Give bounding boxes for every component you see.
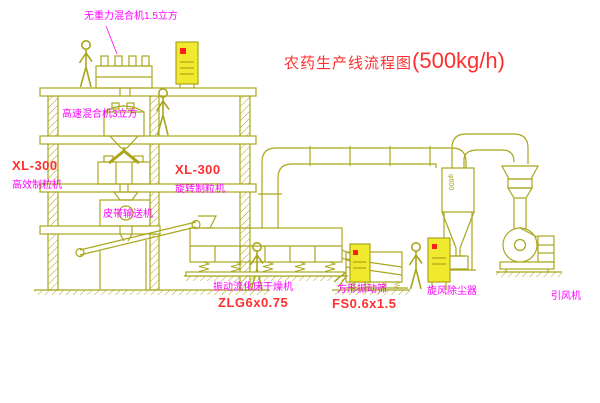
belt-conveyor-drawing [75, 219, 201, 290]
granulator-right-drawing [99, 191, 151, 242]
cyclone-dimension-text: φ600 [447, 174, 454, 190]
building-structure [39, 87, 257, 291]
label-gravity-free-mixer: 无重力混合机1.5立方 [84, 11, 178, 22]
control-cabinet-top [175, 41, 199, 88]
label-sieve-model: FS0.6x1.5 [332, 296, 397, 311]
label-granulator-left-model: XL-300 [12, 158, 58, 173]
label-granulator-right-model: XL-300 [175, 162, 221, 177]
exhaust-duct [258, 146, 467, 228]
label-high-speed-mixer: 高速混合机3立方 [62, 109, 138, 120]
diagram-title: 农药生产线流程图 (500kg/h) [284, 48, 505, 74]
person-top-floor [78, 39, 93, 88]
vent-cap-drawing [500, 165, 540, 229]
diagram-title-capacity: (500kg/h) [412, 48, 505, 73]
label-dryer-model: ZLG6x0.75 [218, 295, 289, 310]
fluid-bed-dryer-drawing [185, 215, 357, 277]
person-near-sieve [408, 242, 423, 290]
granulator-left-drawing [97, 155, 151, 192]
gravity-free-mixer-drawing [95, 55, 153, 96]
label-belt-conveyor: 皮带输送机 [103, 209, 153, 220]
induced-draft-fan-drawing [499, 227, 555, 272]
label-dryer: 振动流化床干燥机 [213, 282, 293, 293]
label-leader-line [105, 25, 118, 55]
control-cabinet-cyclone [427, 237, 451, 290]
label-granulator-left: 高效制粒机 [12, 180, 62, 191]
control-cabinet-sieve [349, 243, 371, 290]
label-cyclone: 旋风除尘器 [427, 286, 477, 297]
label-fan: 引风机 [551, 291, 581, 302]
label-granulator-right: 旋转制粒机 [175, 184, 225, 195]
diagram-title-text: 农药生产线流程图 [284, 55, 413, 72]
label-sieve: 方形振动筛 [337, 284, 387, 295]
high-speed-mixer-drawing [103, 102, 145, 165]
cyclone-drawing: φ600 [440, 133, 529, 271]
